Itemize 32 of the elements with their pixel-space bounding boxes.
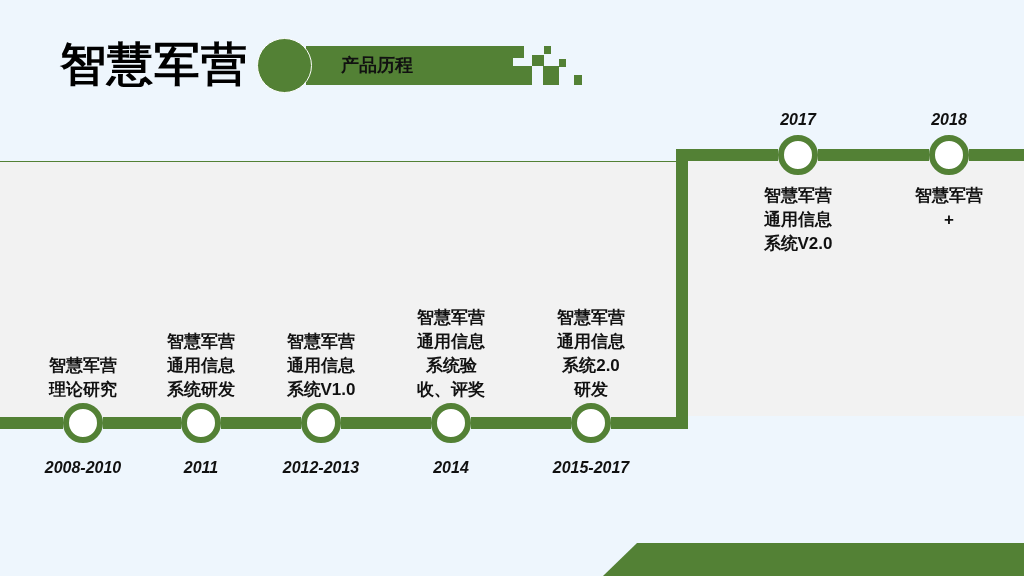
milestone-circle: [181, 403, 221, 443]
milestone-circle: [63, 403, 103, 443]
year-label: 2011: [183, 458, 219, 478]
year-label: 2008-2010: [44, 458, 122, 478]
page-title: 智慧军营: [60, 37, 248, 92]
timeline-line: [0, 417, 63, 429]
year-label: 2014: [433, 458, 469, 478]
timeline-line: [818, 149, 929, 161]
timeline-line: [611, 149, 778, 429]
timeline-line: [103, 417, 181, 429]
milestone-circle: [929, 135, 969, 175]
milestone-circle: [571, 403, 611, 443]
milestone-text: 智慧军营通用信息系统2.0研发: [556, 307, 626, 401]
header-band: [306, 46, 513, 85]
year-label: 2012-2013: [282, 458, 360, 478]
section-heading: 产品历程: [341, 54, 413, 77]
year-label: 2015-2017: [552, 458, 630, 478]
milestone-text: 智慧军营通用信息系统研发: [166, 331, 236, 401]
milestone-text: 智慧军营理论研究: [47, 355, 118, 401]
milestone-text: 智慧军营通用信息系统V2.0: [762, 185, 834, 255]
year-label: 2017: [780, 110, 816, 130]
milestone-circle: [778, 135, 818, 175]
milestone-text: 智慧军营通用信息系统验收、评奖: [416, 307, 486, 401]
milestone-circle: [431, 403, 471, 443]
timeline-line: [969, 149, 1024, 161]
timeline-line: [221, 417, 301, 429]
year-label: 2018: [931, 110, 967, 130]
milestone-circle: [301, 403, 341, 443]
milestone-text: 智慧军营通用信息系统V1.0: [285, 331, 357, 401]
timeline-line: [471, 417, 571, 429]
timeline-line: [341, 417, 431, 429]
milestone-text: 智慧军营+: [914, 185, 984, 231]
